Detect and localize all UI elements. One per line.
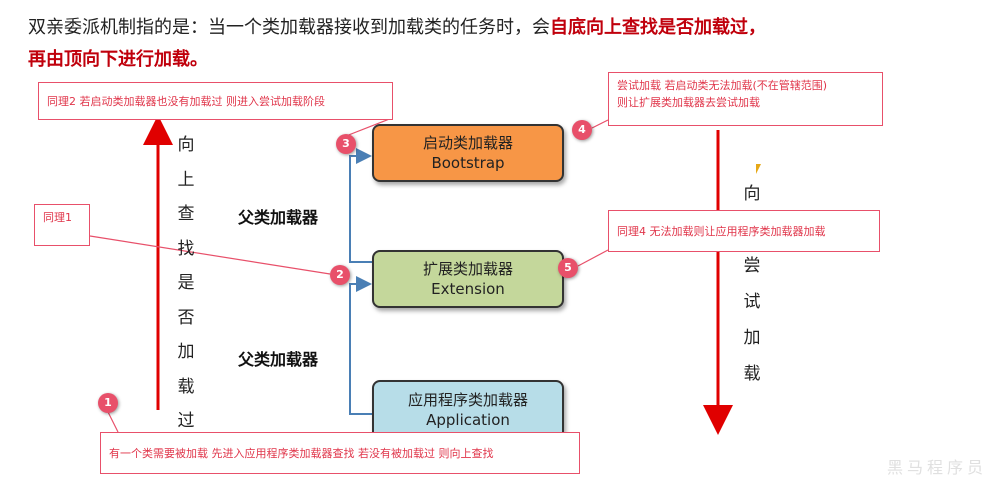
bootstrap-loader-en: Bootstrap bbox=[431, 154, 505, 172]
extension-loader-box: 扩展类加载器 Extension bbox=[372, 250, 564, 308]
leader-3 bbox=[89, 235, 331, 275]
parent-label-upper: 父类加载器 bbox=[238, 208, 319, 227]
intro-highlight: 自底向上查找是否加载过， bbox=[550, 17, 766, 38]
up-char: 向 bbox=[177, 135, 195, 155]
up-search-text: 向 上 查 找 是 否 加 载 过 bbox=[174, 128, 198, 439]
down-char: 载 bbox=[743, 364, 761, 384]
intro-text: 双亲委派机制指的是：当一个类加载器接收到加载类的任务时，会自底向上查找是否加载过… bbox=[28, 12, 978, 76]
up-char: 否 bbox=[177, 307, 195, 328]
up-char: 查 bbox=[177, 204, 195, 224]
step-badge-5: 5 bbox=[558, 258, 578, 278]
down-char: 向 bbox=[743, 184, 761, 204]
leader-2 bbox=[345, 117, 393, 137]
connector-app-to-ext bbox=[349, 276, 372, 415]
up-char: 载 bbox=[177, 376, 195, 397]
down-char: 加 bbox=[743, 328, 761, 348]
note-1-same: 同理1 bbox=[34, 204, 90, 246]
step-badge-2: 2 bbox=[330, 265, 350, 285]
leader-5 bbox=[577, 249, 609, 267]
intro-part-1: 双亲委派机制指的是：当一个类加载器接收到加载类的任务时，会 bbox=[28, 17, 550, 38]
intro-line-1: 双亲委派机制指的是：当一个类加载器接收到加载类的任务时，会自底向上查找是否加载过… bbox=[28, 12, 978, 44]
cursor-icon bbox=[756, 164, 766, 174]
up-char: 加 bbox=[177, 342, 195, 362]
connector-ext-to-boot bbox=[349, 148, 372, 263]
extension-loader-en: Extension bbox=[431, 280, 505, 298]
step-badge-4: 4 bbox=[572, 120, 592, 140]
note-1: 有一个类需要被加载 先进入应用程序类加载器查找 若没有被加载过 则向上查找 bbox=[100, 432, 580, 474]
note-5: 同理4 无法加载则让应用程序类加载器加载 bbox=[608, 210, 880, 252]
up-char: 过 bbox=[177, 411, 195, 431]
step-badge-1: 1 bbox=[98, 393, 118, 413]
parent-label-lower: 父类加载器 bbox=[238, 350, 319, 369]
leader-4 bbox=[591, 119, 609, 129]
note-4: 尝试加载 若启动类无法加载(不在管辖范围) 则让扩展类加载器去尝试加载 bbox=[608, 72, 883, 126]
leader-1 bbox=[107, 411, 119, 433]
watermark: 黑马程序员 bbox=[886, 458, 987, 477]
up-char: 是 bbox=[177, 273, 195, 293]
extension-loader-zh: 扩展类加载器 bbox=[422, 260, 513, 278]
bootstrap-loader-zh: 启动类加载器 bbox=[422, 134, 513, 152]
up-char: 找 bbox=[177, 238, 195, 259]
application-loader-zh: 应用程序类加载器 bbox=[407, 391, 528, 409]
down-load-text: 向 下 尝 试 加 载 bbox=[740, 176, 764, 392]
application-loader-box: 应用程序类加载器 Application bbox=[372, 380, 564, 440]
down-char: 试 bbox=[743, 292, 761, 312]
application-loader-en: Application bbox=[426, 411, 510, 429]
up-char: 上 bbox=[177, 169, 195, 190]
intro-line-2: 再由顶向下进行加载。 bbox=[28, 49, 208, 70]
down-char: 尝 bbox=[743, 256, 761, 276]
bootstrap-loader-box: 启动类加载器 Bootstrap bbox=[372, 124, 564, 182]
step-badge-3: 3 bbox=[336, 134, 356, 154]
note-2: 同理2 若启动类加载器也没有加载过 则进入尝试加载阶段 bbox=[38, 82, 393, 120]
